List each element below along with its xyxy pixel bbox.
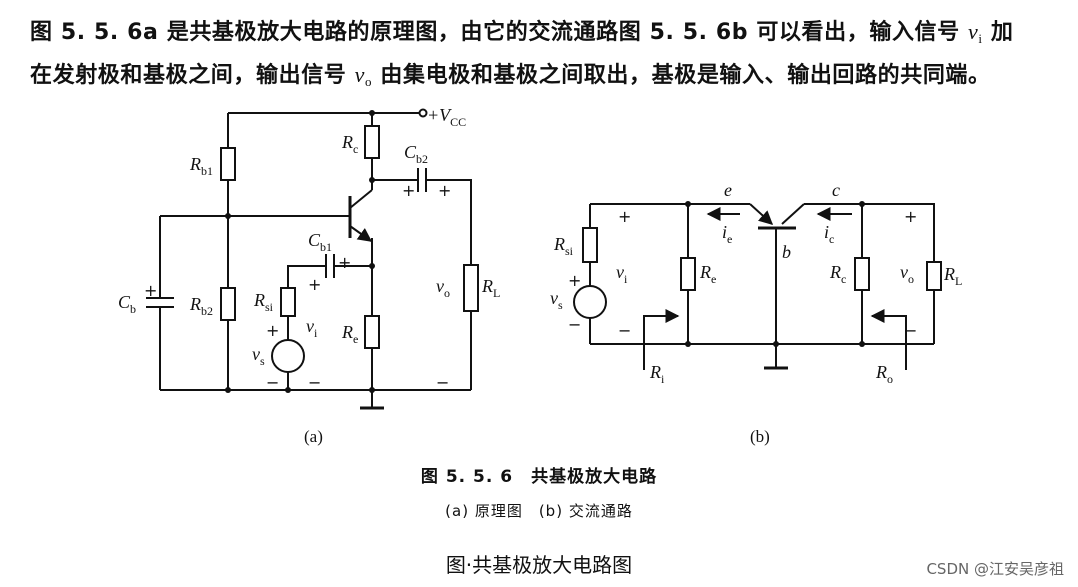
paragraph-text: 图 5. 5. 6a 是共基极放大电路的原理图，由它的交流通路图 5. 5. 6…	[30, 20, 960, 45]
wire	[426, 179, 472, 265]
label-b-rl: RL	[943, 264, 962, 288]
resistor-rc	[364, 125, 380, 159]
label-b-ro: Ro	[875, 362, 893, 386]
arrow-ro	[870, 309, 907, 370]
label-vs: vs	[252, 344, 265, 368]
paragraph-line-2: 在发射极和基极之间，输出信号 vo 由集电极和基极之间取出，基极是输入、输出回路…	[30, 57, 1060, 100]
label-b-c: c	[832, 180, 840, 200]
paragraph-text: 加	[990, 20, 1014, 45]
label-cb2: Cb2	[404, 142, 428, 166]
polarity-signs-b: + + + − − −	[568, 207, 917, 340]
paragraph-text: 由集电极和基极之间取出，基极是输入、输出回路的共同端。	[380, 63, 991, 88]
source-vs	[271, 339, 305, 373]
label-rsi: Rsi	[253, 290, 274, 314]
label-vo: vo	[436, 276, 450, 300]
panel-label-b: (b)	[750, 427, 770, 446]
junction-dots-a	[225, 110, 375, 393]
watermark: CSDN @江安吴彦祖	[926, 560, 1064, 578]
vi-subscript: i	[978, 31, 983, 46]
label-b-ic: ic	[824, 222, 834, 246]
label-cb1: Cb1	[308, 230, 332, 254]
resistor-b-re	[680, 257, 696, 291]
vo-symbol: v	[354, 62, 366, 87]
label-rc: Rc	[341, 132, 358, 156]
label-b-vo: vo	[900, 262, 914, 286]
svg-text:−: −	[568, 315, 581, 334]
resistor-rl	[463, 264, 479, 312]
label-b-re: Re	[699, 262, 716, 286]
image-caption: 图·共基极放大电路图	[445, 553, 633, 577]
label-vi: vi	[306, 316, 318, 340]
label-b-ie: ie	[722, 222, 732, 246]
svg-text:−: −	[266, 373, 279, 392]
svg-text:−: −	[618, 321, 631, 340]
resistor-re	[364, 315, 380, 349]
svg-text:+: +	[338, 253, 351, 272]
figure-subcaption: (a) 原理图 (b) 交流通路	[445, 502, 633, 520]
label-rl: RL	[481, 276, 500, 300]
svg-text:+: +	[266, 321, 279, 340]
svg-text:+: +	[904, 207, 917, 226]
label-vcc: +VCC	[427, 105, 466, 129]
svg-text:+: +	[568, 271, 581, 290]
vcc-terminal	[418, 108, 428, 118]
intro-paragraph: 图 5. 5. 6a 是共基极放大电路的原理图，由它的交流通路图 5. 5. 6…	[30, 14, 1060, 100]
svg-text:+: +	[618, 207, 631, 226]
label-b-ri: Ri	[649, 362, 665, 386]
resistor-rb1	[220, 147, 236, 181]
svg-text:+: +	[144, 281, 157, 300]
label-b-rsi: Rsi	[553, 234, 574, 258]
vi-symbol: v	[968, 19, 979, 44]
resistor-b-rc	[854, 257, 870, 291]
svg-text:−: −	[308, 373, 321, 392]
circuit-b	[573, 203, 942, 370]
panel-label-a: (a)	[304, 427, 323, 446]
label-b-e: e	[724, 180, 732, 200]
junction-dots-b	[685, 201, 865, 347]
svg-text:−: −	[904, 321, 917, 340]
transistor-b-emitter	[749, 203, 774, 225]
vo-subscript: o	[365, 74, 373, 89]
label-rb1: Rb1	[189, 154, 213, 178]
label-b-vs: vs	[550, 288, 563, 312]
resistor-rsi	[280, 287, 296, 317]
wire	[287, 265, 326, 288]
label-rb2: Rb2	[189, 294, 213, 318]
label-b-rc: Rc	[829, 262, 846, 286]
transistor-emitter	[349, 225, 373, 242]
figure-caption: 图 5. 5. 6 共基极放大电路	[420, 467, 658, 487]
transistor-b-collector	[781, 203, 805, 225]
label-b-vi: vi	[616, 262, 628, 286]
label-cb: Cb	[118, 292, 136, 316]
resistor-b-rsi	[582, 227, 598, 263]
resistor-rb2	[220, 287, 236, 321]
label-re: Re	[341, 322, 358, 346]
arrow-ri	[643, 309, 680, 370]
paragraph-text: 在发射极和基极之间，输出信号	[30, 63, 347, 88]
svg-text:−: −	[436, 373, 449, 392]
wire-top-rail	[228, 112, 373, 126]
transistor-collector	[349, 189, 373, 209]
polarity-signs-a: + + + + + + − − −	[144, 181, 451, 392]
paragraph-line-1: 图 5. 5. 6a 是共基极放大电路的原理图，由它的交流通路图 5. 5. 6…	[30, 14, 1060, 57]
label-b-b: b	[782, 242, 791, 262]
source-b-vs	[573, 285, 607, 319]
resistor-b-rl	[926, 261, 942, 291]
svg-text:+: +	[438, 181, 451, 200]
svg-text:+: +	[402, 181, 415, 200]
wire-b-top-right	[804, 203, 935, 262]
svg-text:+: +	[308, 275, 321, 294]
